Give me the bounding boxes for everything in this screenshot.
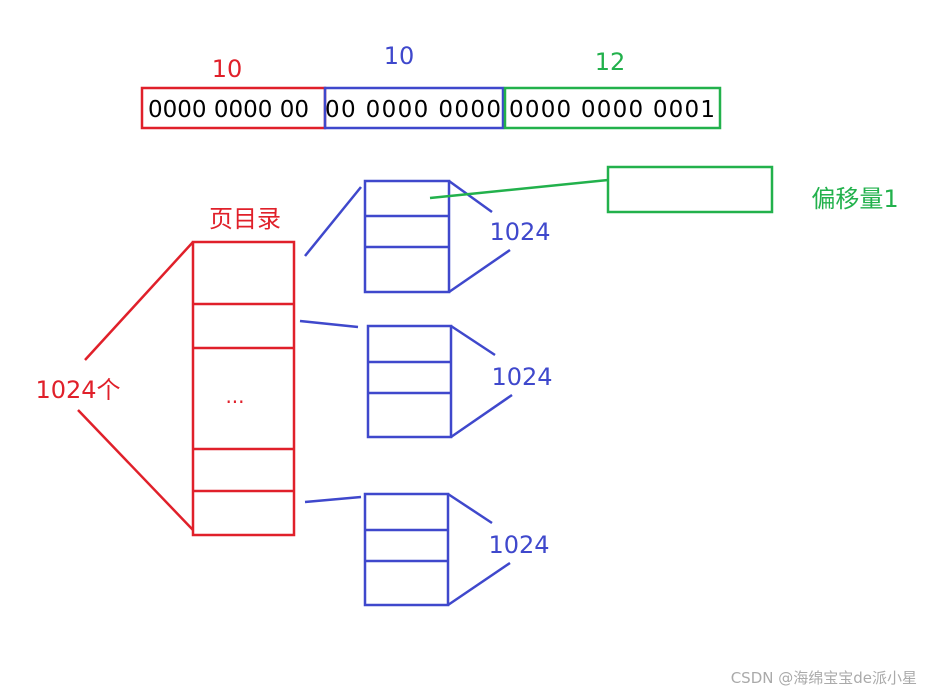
pointer-line bbox=[304, 495, 362, 504]
brace-line-bottom bbox=[77, 409, 194, 531]
offset-bits-label: 12 bbox=[595, 48, 626, 76]
page-directory-title: 页目录 bbox=[209, 205, 281, 233]
page-table-1 bbox=[363, 179, 511, 294]
page-table-3 bbox=[363, 492, 511, 607]
offset-bits: 0000 0000 0001 bbox=[509, 97, 715, 123]
page-directory bbox=[191, 240, 296, 537]
pointer-line bbox=[299, 319, 359, 329]
table-bits-label: 10 bbox=[384, 42, 415, 70]
table-index-bits: 00 0000 0000 bbox=[325, 97, 501, 123]
directory-ellipsis: ... bbox=[225, 384, 244, 408]
page-table-2 bbox=[366, 324, 513, 439]
physical-page-box bbox=[606, 165, 774, 214]
dir-index-bits: 0000 0000 00 bbox=[148, 97, 309, 123]
directory-count-label: 1024个 bbox=[35, 376, 120, 404]
offset-label: 偏移量1 bbox=[811, 185, 898, 213]
offset-box bbox=[503, 86, 722, 130]
pointer-line bbox=[304, 186, 362, 257]
page-table-count: 1024 bbox=[488, 531, 549, 559]
page-table-count: 1024 bbox=[489, 218, 550, 246]
page-table-count: 1024 bbox=[491, 363, 552, 391]
table-index-box bbox=[323, 86, 505, 130]
watermark: CSDN @海绵宝宝de派小星 bbox=[731, 669, 917, 687]
brace-line-top bbox=[84, 241, 194, 361]
dir-bits-label: 10 bbox=[212, 55, 243, 83]
offset-pointer-line bbox=[429, 178, 609, 200]
